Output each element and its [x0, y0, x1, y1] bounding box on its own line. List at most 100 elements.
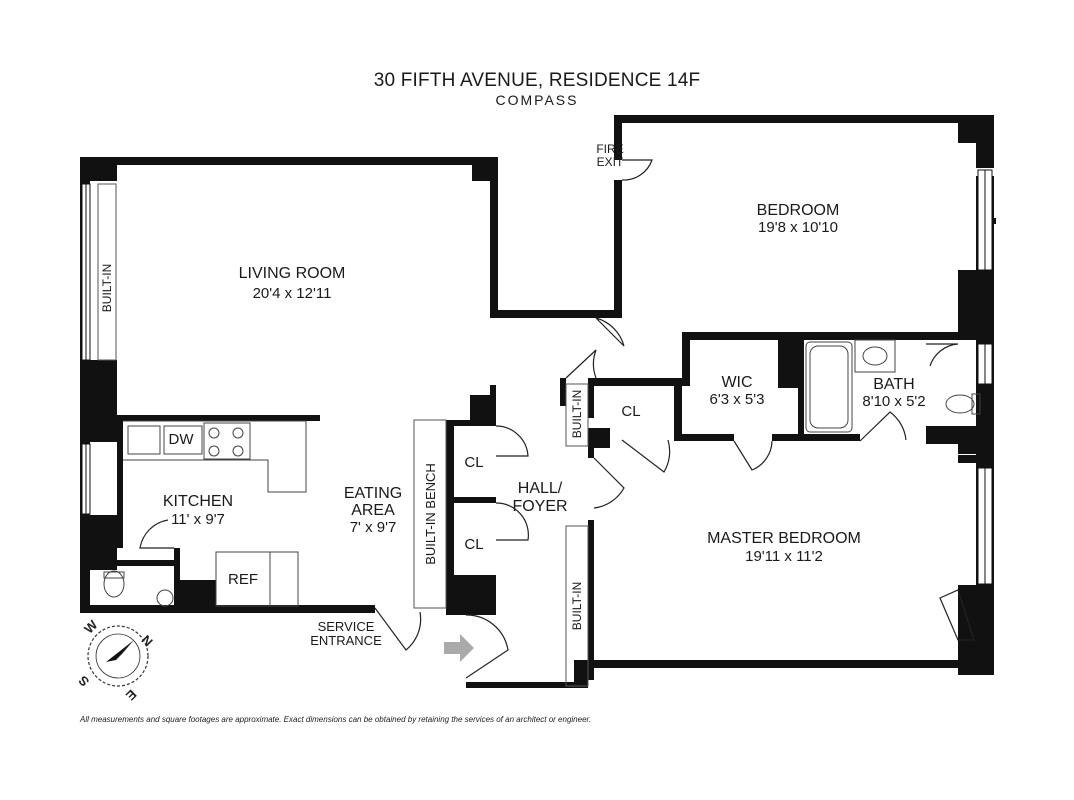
- hall-se-post: [574, 660, 588, 688]
- built-in-living-label: BUILT-IN: [100, 264, 114, 312]
- eating-area-name-1: EATING: [344, 485, 402, 502]
- bath-toilet-icon: [945, 394, 975, 414]
- closet-door-hall: [621, 439, 671, 473]
- hall-label-1: HALL/: [518, 480, 563, 497]
- hall-east-wall-lower: [588, 520, 594, 680]
- master-bedroom-name: MASTER BEDROOM: [707, 530, 861, 547]
- wic-dim: 6'3 x 5'3: [710, 391, 765, 408]
- closet-label-1: CL: [464, 454, 483, 471]
- east-column-upper: [958, 270, 994, 336]
- bath-door: [859, 411, 907, 442]
- built-in-hall-lower: [565, 525, 589, 687]
- hall-closet-top: [588, 378, 690, 386]
- compass-w: W: [81, 617, 101, 637]
- fire-exit-door: [621, 159, 653, 181]
- bath-name: BATH: [873, 376, 914, 393]
- bedroom-west-wall: [614, 180, 622, 315]
- master-south-wall: [588, 660, 976, 668]
- living-top-wall: [80, 157, 498, 165]
- wic-bottom-wall-left: [674, 434, 734, 441]
- wic-west-wall: [674, 378, 682, 440]
- bath-dim: 8'10 x 5'2: [862, 393, 925, 410]
- dw-label: DW: [169, 431, 195, 448]
- built-in-living: [97, 183, 117, 361]
- wc-toilet-icon: [103, 570, 125, 598]
- built-in-bench: [413, 419, 447, 609]
- wic-door: [733, 440, 773, 471]
- master-bedroom-dim: 19'11 x 11'2: [745, 548, 823, 565]
- service-entrance-label-1: SERVICE: [318, 619, 375, 634]
- bath-fixtures: [103, 339, 981, 607]
- compass-rose-icon: W N S E: [75, 617, 156, 704]
- closet-label-2: CL: [464, 536, 483, 553]
- fire-exit-label-1: FIRE: [596, 142, 623, 156]
- east-column-mid: [958, 436, 994, 454]
- bedroom-north-wall: [614, 115, 994, 123]
- fire-exit-label-2: EXIT: [597, 155, 624, 169]
- fixture-labels: FIRE EXIT BUILT-IN BUILT-IN BENCH BUILT-…: [100, 142, 641, 648]
- bedroom-door: [595, 317, 625, 347]
- hall-east-wall-mid: [588, 428, 594, 458]
- bath-closet-door: [926, 343, 959, 367]
- eating-area-name-2: AREA: [351, 502, 395, 519]
- windows: [81, 169, 993, 585]
- refrigerator: [215, 551, 299, 607]
- closet-column-edge: [490, 385, 496, 425]
- nw-column: [80, 157, 117, 181]
- compass-e: E: [123, 687, 140, 704]
- kitchen-counter: [123, 420, 307, 607]
- compass-n: N: [139, 632, 156, 649]
- fire-exit-wall-upper: [614, 118, 622, 160]
- south-wall-left: [80, 605, 375, 613]
- wic-west-wall-upper: [682, 332, 690, 384]
- bedroom-name: BEDROOM: [757, 202, 840, 219]
- built-in-hall-upper-label: BUILT-IN: [570, 390, 584, 438]
- entrance-arrow-icon: [444, 634, 474, 662]
- room-labels: LIVING ROOM 20'4 x 12'11 BEDROOM 19'8 x …: [163, 202, 926, 565]
- wc-east-wall: [174, 548, 180, 608]
- living-room-name: LIVING ROOM: [239, 265, 346, 282]
- entry-door: [465, 614, 509, 679]
- built-in-hall-upper: [565, 383, 589, 447]
- wc-sink-icon: [156, 589, 174, 607]
- closet-mid-wall: [446, 497, 496, 503]
- hall-south-wall: [466, 682, 576, 688]
- sink-icon: [127, 425, 161, 455]
- disclaimer: All measurements and square footages are…: [79, 715, 591, 724]
- stove-icon: [203, 422, 251, 460]
- closet-door-1: [495, 425, 529, 457]
- living-room-dim: 20'4 x 12'11: [253, 285, 332, 302]
- bath-south-wall: [798, 434, 860, 441]
- wc-top-wall: [90, 560, 178, 566]
- bedroom-south-wall: [682, 332, 982, 340]
- brand-logo: COMPASS: [496, 92, 579, 108]
- dishwasher: [163, 425, 203, 455]
- west-column-mid: [80, 360, 117, 442]
- built-ins: [97, 183, 589, 687]
- master-door: [593, 457, 625, 509]
- walls: [80, 115, 996, 688]
- built-in-hall-lower-label: BUILT-IN: [570, 582, 584, 630]
- closet-label-3: CL: [621, 403, 640, 420]
- hall-west-jamb: [560, 378, 566, 406]
- compass-s: S: [75, 673, 92, 690]
- wic-bottom-wall-right: [772, 434, 800, 441]
- hall-label-2: FOYER: [512, 498, 567, 515]
- wic-bath-column: [778, 338, 800, 388]
- bathtub-icon: [805, 341, 853, 433]
- closet-door-2: [495, 502, 529, 541]
- kitchen-top-wall: [117, 415, 320, 421]
- kitchen-name: KITCHEN: [163, 493, 233, 510]
- kitchen-dim: 11' x 9'7: [171, 511, 225, 528]
- service-door: [374, 607, 422, 651]
- wc-door: [139, 519, 174, 549]
- closet-west-wall: [446, 420, 454, 608]
- bath-west-wall: [798, 338, 804, 441]
- master-closet-door: [939, 589, 975, 641]
- doors: [139, 159, 975, 679]
- living-bedroom-divider: [490, 310, 622, 318]
- bedroom-dim: 19'8 x 10'10: [758, 219, 838, 236]
- eating-area-dim: 7' x 9'7: [350, 519, 397, 536]
- living-east-wall: [490, 157, 498, 315]
